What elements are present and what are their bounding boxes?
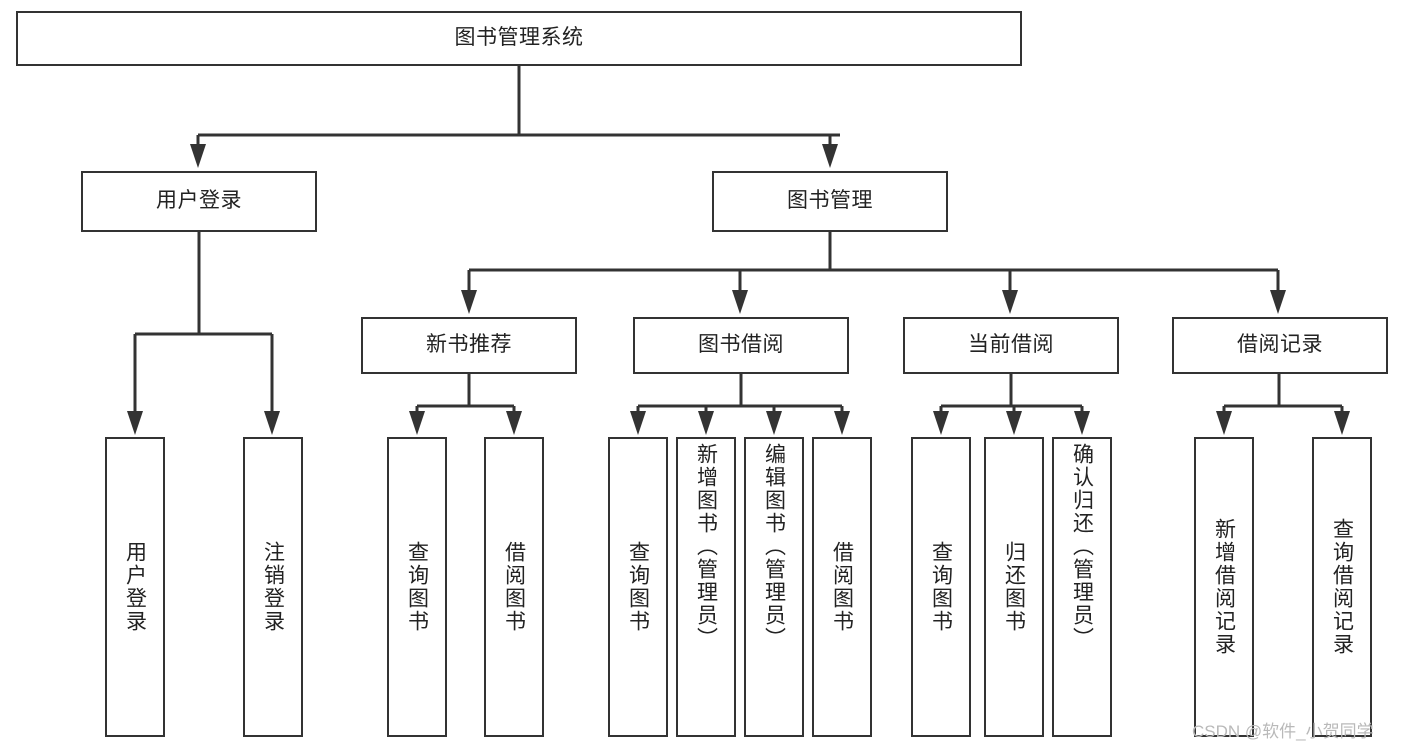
node-records[interactable]: 借阅记录 [1172,317,1388,374]
node-leaf-add-book[interactable]: 新增图书（管理员） [676,437,736,737]
arrow-to-leaf-return-book [1006,411,1022,435]
arrow-to-leaf-borrow-book-2 [834,411,850,435]
node-leaf-logout[interactable]: 注销登录 [243,437,303,737]
newbook-to-leaves [415,374,516,426]
node-label-root: 图书管理系统 [454,26,584,50]
node-label-login: 用户登录 [156,189,242,213]
node-label-leaf-query-book-1: 查询图书 [405,541,429,633]
node-label-leaf-query-book-2: 查询图书 [626,541,650,633]
login-to-leaves [133,232,274,426]
arrow-to-leaf-query-book-3 [933,411,949,435]
arrow-to-borrow [732,290,748,314]
node-label-leaf-edit-book: 编辑图书（管理员） [762,443,786,650]
node-leaf-user-login[interactable]: 用户登录 [105,437,165,737]
arrow-to-current [1002,290,1018,314]
node-label-leaf-add-record: 新增借阅记录 [1212,518,1236,656]
node-leaf-query-book-2[interactable]: 查询图书 [608,437,668,737]
node-leaf-confirm-return[interactable]: 确认归还（管理员） [1052,437,1112,737]
node-leaf-edit-book[interactable]: 编辑图书（管理员） [744,437,804,737]
node-leaf-query-book-1[interactable]: 查询图书 [387,437,447,737]
node-login[interactable]: 用户登录 [81,171,317,232]
arrow-to-records [1270,290,1286,314]
arrow-to-bookmgmt [822,144,838,168]
node-leaf-return-book[interactable]: 归还图书 [984,437,1044,737]
connector-lines [133,66,1344,426]
node-label-leaf-return-book: 归还图书 [1002,541,1026,633]
arrow-to-leaf-user-login [127,411,143,435]
node-label-leaf-borrow-book-2: 借阅图书 [830,541,854,633]
node-label-current: 当前借阅 [968,333,1054,357]
node-leaf-add-record[interactable]: 新增借阅记录 [1194,437,1254,737]
arrow-heads [127,144,1350,435]
node-newbook[interactable]: 新书推荐 [361,317,577,374]
watermark-label: CSDN @软件_小贺同学 [1192,722,1374,741]
node-current[interactable]: 当前借阅 [903,317,1119,374]
borrow-to-leaves [636,374,844,426]
node-label-leaf-add-book: 新增图书（管理员） [694,443,718,650]
node-label-leaf-query-record: 查询借阅记录 [1330,518,1354,656]
arrow-to-leaf-query-book-2 [630,411,646,435]
arrow-to-leaf-add-book [698,411,714,435]
arrow-to-leaf-add-record [1216,411,1232,435]
arrow-to-newbook [461,290,477,314]
root-to-level2 [196,66,840,160]
node-leaf-borrow-book-2[interactable]: 借阅图书 [812,437,872,737]
node-label-leaf-query-book-3: 查询图书 [929,541,953,633]
node-label-borrow: 图书借阅 [698,333,784,357]
arrow-to-leaf-edit-book [766,411,782,435]
node-label-bookmgmt: 图书管理 [787,189,873,213]
node-label-leaf-borrow-book-1: 借阅图书 [502,541,526,633]
node-label-leaf-user-login: 用户登录 [123,541,147,633]
node-root[interactable]: 图书管理系统 [16,11,1022,66]
node-label-leaf-logout: 注销登录 [261,541,285,633]
node-leaf-query-record[interactable]: 查询借阅记录 [1312,437,1372,737]
node-bookmgmt[interactable]: 图书管理 [712,171,948,232]
node-label-records: 借阅记录 [1237,333,1323,357]
arrow-to-login [190,144,206,168]
arrow-to-leaf-logout [264,411,280,435]
arrow-to-leaf-query-book-1 [409,411,425,435]
bookmgmt-to-level3 [467,232,1280,306]
node-label-leaf-confirm-return: 确认归还（管理员） [1070,443,1094,650]
node-leaf-borrow-book-1[interactable]: 借阅图书 [484,437,544,737]
records-to-leaves [1222,374,1344,426]
node-borrow[interactable]: 图书借阅 [633,317,849,374]
arrow-to-leaf-confirm-return [1074,411,1090,435]
node-label-newbook: 新书推荐 [426,333,512,357]
node-leaf-query-book-3[interactable]: 查询图书 [911,437,971,737]
arrow-to-leaf-borrow-book-1 [506,411,522,435]
arrow-to-leaf-query-record [1334,411,1350,435]
